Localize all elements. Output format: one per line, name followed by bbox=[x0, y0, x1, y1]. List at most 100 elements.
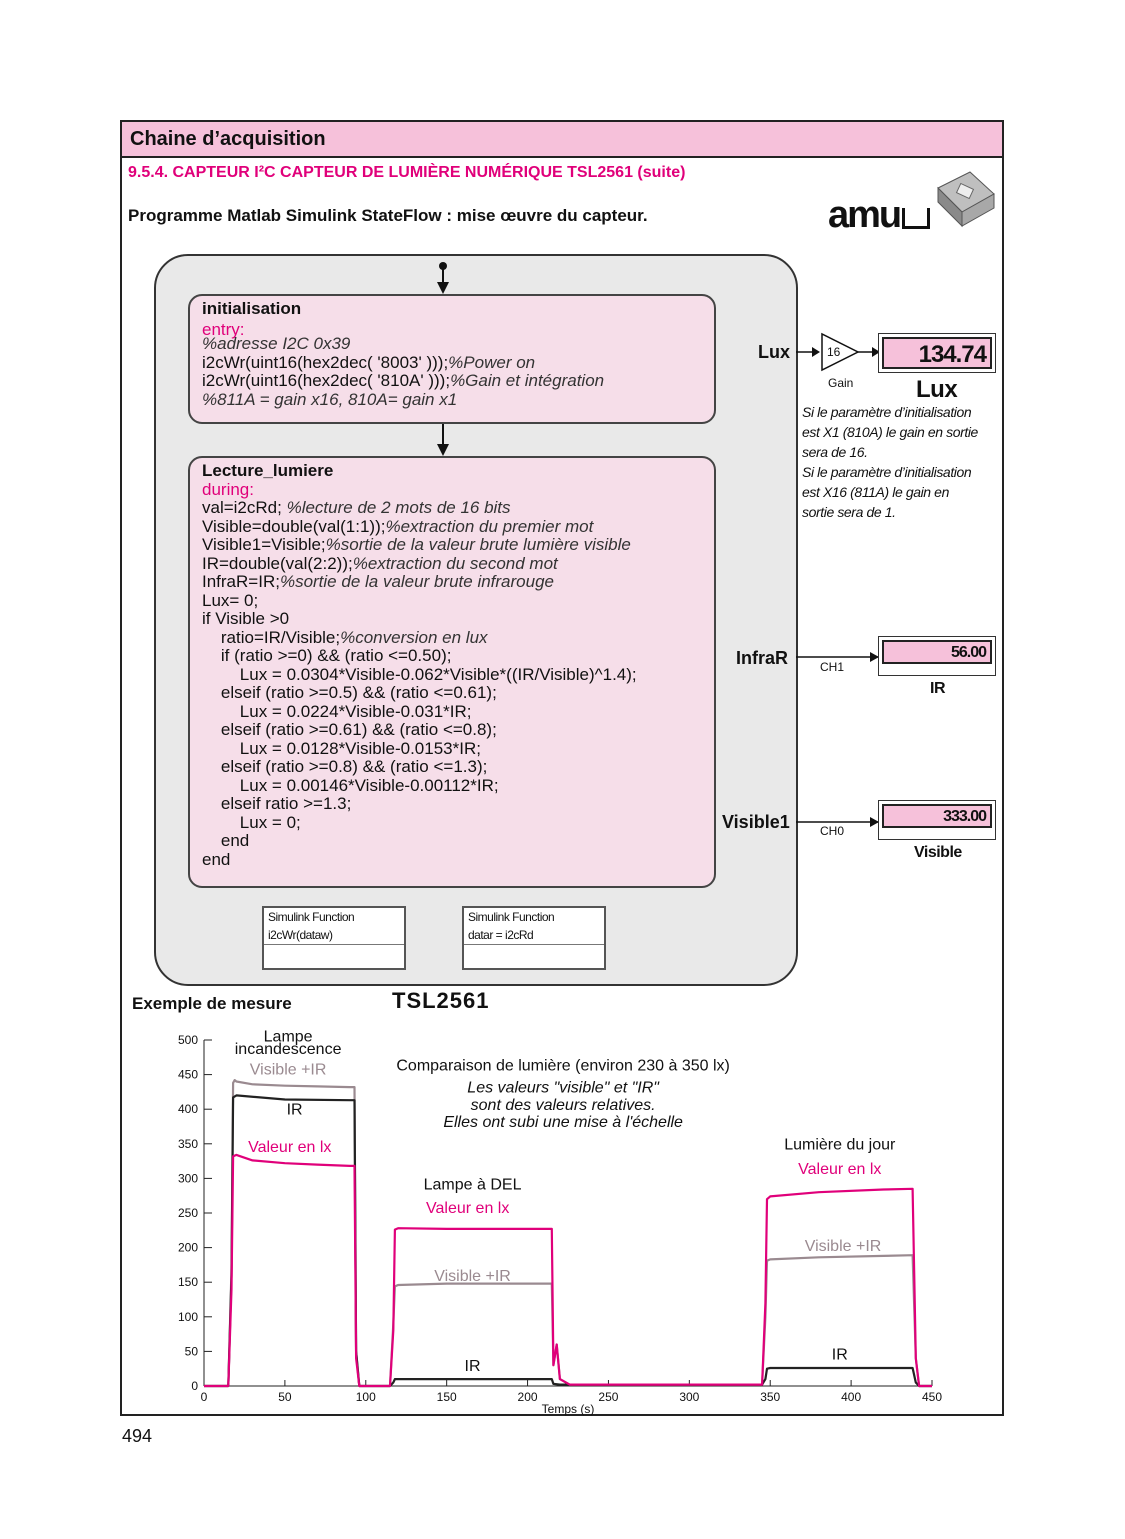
chart-annotation: Visible +IR bbox=[250, 1062, 327, 1079]
code-text: Lux = 0.0128*Visible-0.0153*IR; bbox=[202, 738, 481, 758]
series-line-ir bbox=[204, 1094, 932, 1388]
y-tick-label: 450 bbox=[178, 1068, 198, 1082]
code-text: i2cWr(uint16(hex2dec( '8003' ))); bbox=[202, 352, 449, 372]
code-comment: %sortie de la valeur brute infrarouge bbox=[279, 572, 554, 591]
ir-value: 56.00 bbox=[950, 644, 987, 661]
function-signature: datar = i2cRd bbox=[468, 928, 534, 942]
code-text: Lux = 0; bbox=[202, 812, 301, 832]
code-comment: %Power on bbox=[448, 352, 536, 372]
chart-annotation: Comparaison de lumière (environ 230 à 35… bbox=[396, 1057, 730, 1074]
page-number: 494 bbox=[122, 1426, 153, 1446]
function-signature: i2cWr(dataw) bbox=[268, 928, 333, 942]
code-comment: %Gain et intégration bbox=[450, 371, 605, 390]
chart-annotation: sont des valeurs relatives. bbox=[471, 1097, 656, 1114]
transition-arrows bbox=[437, 262, 449, 456]
visible-value: 333.00 bbox=[943, 808, 987, 825]
chart-annotation: Visible +IR bbox=[805, 1238, 882, 1255]
port-infrar: InfraR bbox=[736, 648, 789, 668]
note-line: Si le paramètre d’initialisation bbox=[802, 404, 972, 420]
example-label: Exemple de mesure bbox=[132, 994, 292, 1013]
code-line: elseif ratio >=1.3; bbox=[202, 794, 702, 814]
state-lecture-lumiere[interactable]: Lecture_lumiere during: val=i2cRd; %lect… bbox=[188, 456, 716, 888]
chip-name: TSL2561 bbox=[392, 988, 490, 1013]
code-text: ratio=IR/Visible; bbox=[202, 627, 341, 647]
y-tick-label: 350 bbox=[178, 1137, 198, 1151]
chart-annotation: Lampe bbox=[264, 1028, 313, 1045]
code-line: elseif (ratio >=0.61) && (ratio <=0.8); bbox=[202, 720, 702, 740]
channel-ch0: CH0 bbox=[820, 824, 845, 838]
y-tick-label: 250 bbox=[178, 1206, 198, 1220]
x-tick-label: 0 bbox=[201, 1390, 208, 1404]
simulink-function-i2cwr[interactable]: Simulink Function i2cWr(dataw) bbox=[262, 906, 406, 970]
code-text: IR=double(val(2:2)); bbox=[202, 553, 353, 573]
channel-ch1: CH1 bbox=[820, 660, 845, 674]
chart-annotation: Valeur en lx bbox=[248, 1139, 331, 1156]
code-text: Visible1=Visible; bbox=[202, 535, 326, 554]
note-line: sortie sera de 1. bbox=[802, 504, 896, 520]
y-tick-label: 400 bbox=[178, 1102, 198, 1116]
x-tick-label: 50 bbox=[278, 1390, 292, 1404]
chart-annotation: Lampe à DEL bbox=[424, 1176, 522, 1193]
code-comment: %adresse I2C 0x39 bbox=[202, 334, 351, 353]
code-line: i2cWr(uint16(hex2dec( '810A' )));%Gain e… bbox=[202, 371, 702, 391]
page-frame: Chaine d’acquisition 9.5.4. CAPTEUR I²C … bbox=[120, 120, 1004, 1416]
code-text: i2cWr(uint16(hex2dec( '810A' ))); bbox=[202, 371, 451, 390]
state-keyword: entry: bbox=[202, 319, 245, 339]
code-line: elseif (ratio >=0.5) && (ratio <=0.61); bbox=[202, 683, 702, 703]
code-comment: %extraction du premier mot bbox=[385, 516, 594, 536]
lux-label: Lux bbox=[916, 376, 958, 403]
code-text: end bbox=[202, 849, 231, 869]
code-line: Lux = 0.0128*Visible-0.0153*IR; bbox=[202, 738, 702, 759]
lux-value: 134.74 bbox=[918, 341, 987, 368]
chart-annotation: Elles ont subi une mise à l'échelle bbox=[443, 1114, 683, 1131]
x-tick-label: 100 bbox=[356, 1390, 376, 1404]
code-line: if Visible >0 bbox=[202, 609, 702, 629]
section-title: 9.5.4. CAPTEUR I²C CAPTEUR DE LUMIÈRE NU… bbox=[128, 164, 686, 181]
code-line: Lux = 0.0224*Visible-0.031*IR; bbox=[202, 701, 702, 722]
code-text: Lux = 0.00146*Visible-0.00112*IR; bbox=[202, 775, 499, 795]
ams-logo: amu bbox=[828, 194, 931, 237]
code-line: %adresse I2C 0x39 bbox=[202, 334, 702, 354]
code-comment: %sortie de la valeur brute lumière visib… bbox=[325, 535, 631, 554]
gain-note: Si le paramètre d’initialisation est X1 … bbox=[802, 402, 1006, 522]
code-line: if (ratio >=0) && (ratio <=0.50); bbox=[202, 646, 702, 666]
code-line: elseif (ratio >=0.8) && (ratio <=1.3); bbox=[202, 757, 702, 777]
chart-annotation: Visible +IR bbox=[434, 1268, 511, 1285]
chart-annotation: Valeur en lx bbox=[798, 1161, 881, 1178]
state-title: Lecture_lumiere bbox=[202, 461, 334, 480]
y-tick-label: 300 bbox=[178, 1171, 198, 1185]
code-text: Lux = 0.0224*Visible-0.031*IR; bbox=[202, 701, 472, 721]
y-tick-label: 150 bbox=[178, 1275, 198, 1289]
code-text: elseif (ratio >=0.8) && (ratio <=1.3); bbox=[202, 757, 488, 776]
code-comment: %conversion en lux bbox=[340, 627, 488, 647]
simulink-function-i2crd[interactable]: Simulink Function datar = i2cRd bbox=[462, 906, 606, 970]
x-tick-label: 450 bbox=[922, 1390, 942, 1404]
note-line: Si le paramètre d’initialisation bbox=[802, 464, 972, 480]
chart-annotation: incandescence bbox=[235, 1041, 342, 1058]
function-type: Simulink Function bbox=[268, 910, 355, 924]
note-line: est X1 (810A) le gain en sortie bbox=[802, 424, 978, 440]
code-comment: %extraction du second mot bbox=[352, 553, 558, 573]
x-tick-label: 150 bbox=[437, 1390, 457, 1404]
code-line: Lux = 0.0304*Visible-0.062*Visible*((IR/… bbox=[202, 664, 702, 685]
intro-text: Programme Matlab Simulink StateFlow : mi… bbox=[128, 206, 648, 225]
code-comment: %lecture de 2 mots de 16 bits bbox=[286, 498, 511, 517]
gain-label: Gain bbox=[828, 376, 854, 390]
code-text: Lux= 0; bbox=[202, 590, 259, 610]
code-text: elseif (ratio >=0.61) && (ratio <=0.8); bbox=[202, 720, 497, 739]
code-line: val=i2cRd; %lecture de 2 mots de 16 bits bbox=[202, 498, 702, 518]
code-text: InfraR=IR; bbox=[202, 572, 280, 591]
visible-display: 333.00 bbox=[878, 800, 996, 840]
chart-annotation: IR bbox=[832, 1347, 848, 1364]
chart-annotation: IR bbox=[465, 1358, 481, 1375]
code-line: ratio=IR/Visible;%conversion en lux bbox=[202, 627, 702, 648]
series-line-lux bbox=[204, 1153, 932, 1388]
code-text: Lux = 0.0304*Visible-0.062*Visible*((IR/… bbox=[202, 664, 637, 684]
code-text: Visible=double(val(1:1)); bbox=[202, 516, 386, 536]
code-text: val=i2cRd; bbox=[202, 498, 287, 517]
ir-display: 56.00 bbox=[878, 636, 996, 676]
code-line: Visible=double(val(1:1));%extraction du … bbox=[202, 516, 702, 537]
y-tick-label: 500 bbox=[178, 1033, 198, 1047]
